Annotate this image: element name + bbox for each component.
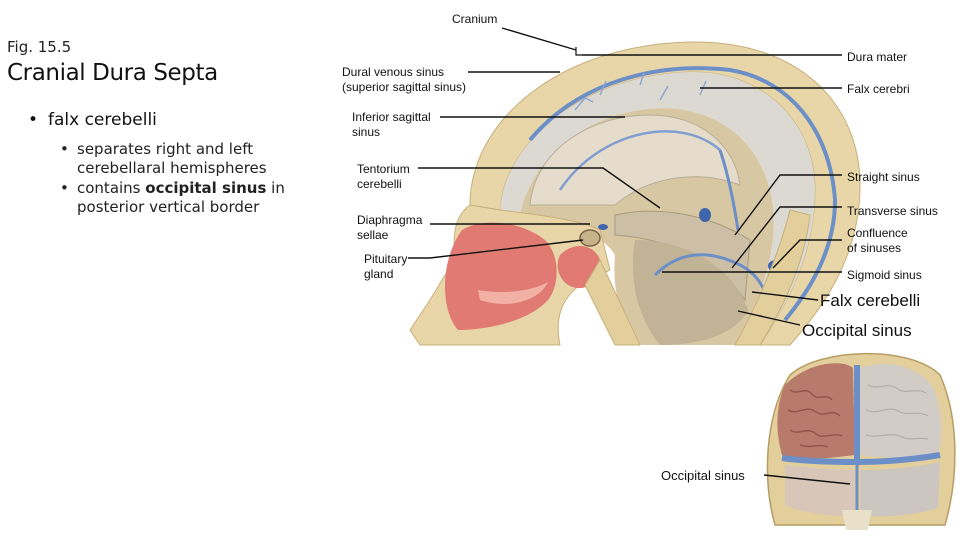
cerebellum-right [860, 462, 940, 516]
label-occipital-sinus: Occipital sinus [802, 321, 912, 341]
pituitary-gland-shape [580, 230, 600, 246]
label-line: Tentorium [357, 162, 410, 177]
label-line: of sinuses [847, 241, 908, 256]
label-pituitary: Pituitary gland [364, 252, 407, 282]
label-sigmoid-sinus: Sigmoid sinus [847, 268, 922, 283]
label-straight-sinus: Straight sinus [847, 170, 920, 185]
label-line: Diaphragma [357, 213, 422, 228]
label-falx-cerebelli: Falx cerebelli [820, 291, 920, 311]
straight-sinus-dot [699, 208, 711, 222]
label-line: sinus [352, 125, 431, 140]
cranium-bracket [576, 47, 582, 55]
label-line: Inferior sagittal [352, 110, 431, 125]
label-line: sellae [357, 228, 422, 243]
label-line: Pituitary [364, 252, 407, 267]
label-line: Dural venous sinus [342, 65, 466, 80]
label-tentorium: Tentorium cerebelli [357, 162, 410, 192]
label-inferior-sagittal: Inferior sagittal sinus [352, 110, 431, 140]
label-falx-cerebri: Falx cerebri [847, 82, 910, 97]
label-occipital-sinus-posterior: Occipital sinus [661, 468, 745, 483]
spinal-cord [842, 510, 872, 530]
label-cranium: Cranium [452, 12, 497, 27]
label-confluence: Confluence of sinuses [847, 226, 908, 256]
label-line: gland [364, 267, 407, 282]
label-line: (superior sagittal sinus) [342, 80, 466, 95]
cerebellum-left [785, 465, 855, 516]
label-dura-mater: Dura mater [847, 50, 907, 65]
label-diaphragma: Diaphragma sellae [357, 213, 422, 243]
diaphragma-blue [598, 224, 608, 230]
leader-cranium [502, 28, 576, 50]
label-line: cerebelli [357, 177, 410, 192]
label-transverse-sinus: Transverse sinus [847, 204, 938, 219]
label-line: Confluence [847, 226, 908, 241]
label-dural-venous-sinus: Dural venous sinus (superior sagittal si… [342, 65, 466, 95]
posterior-view [767, 354, 954, 530]
